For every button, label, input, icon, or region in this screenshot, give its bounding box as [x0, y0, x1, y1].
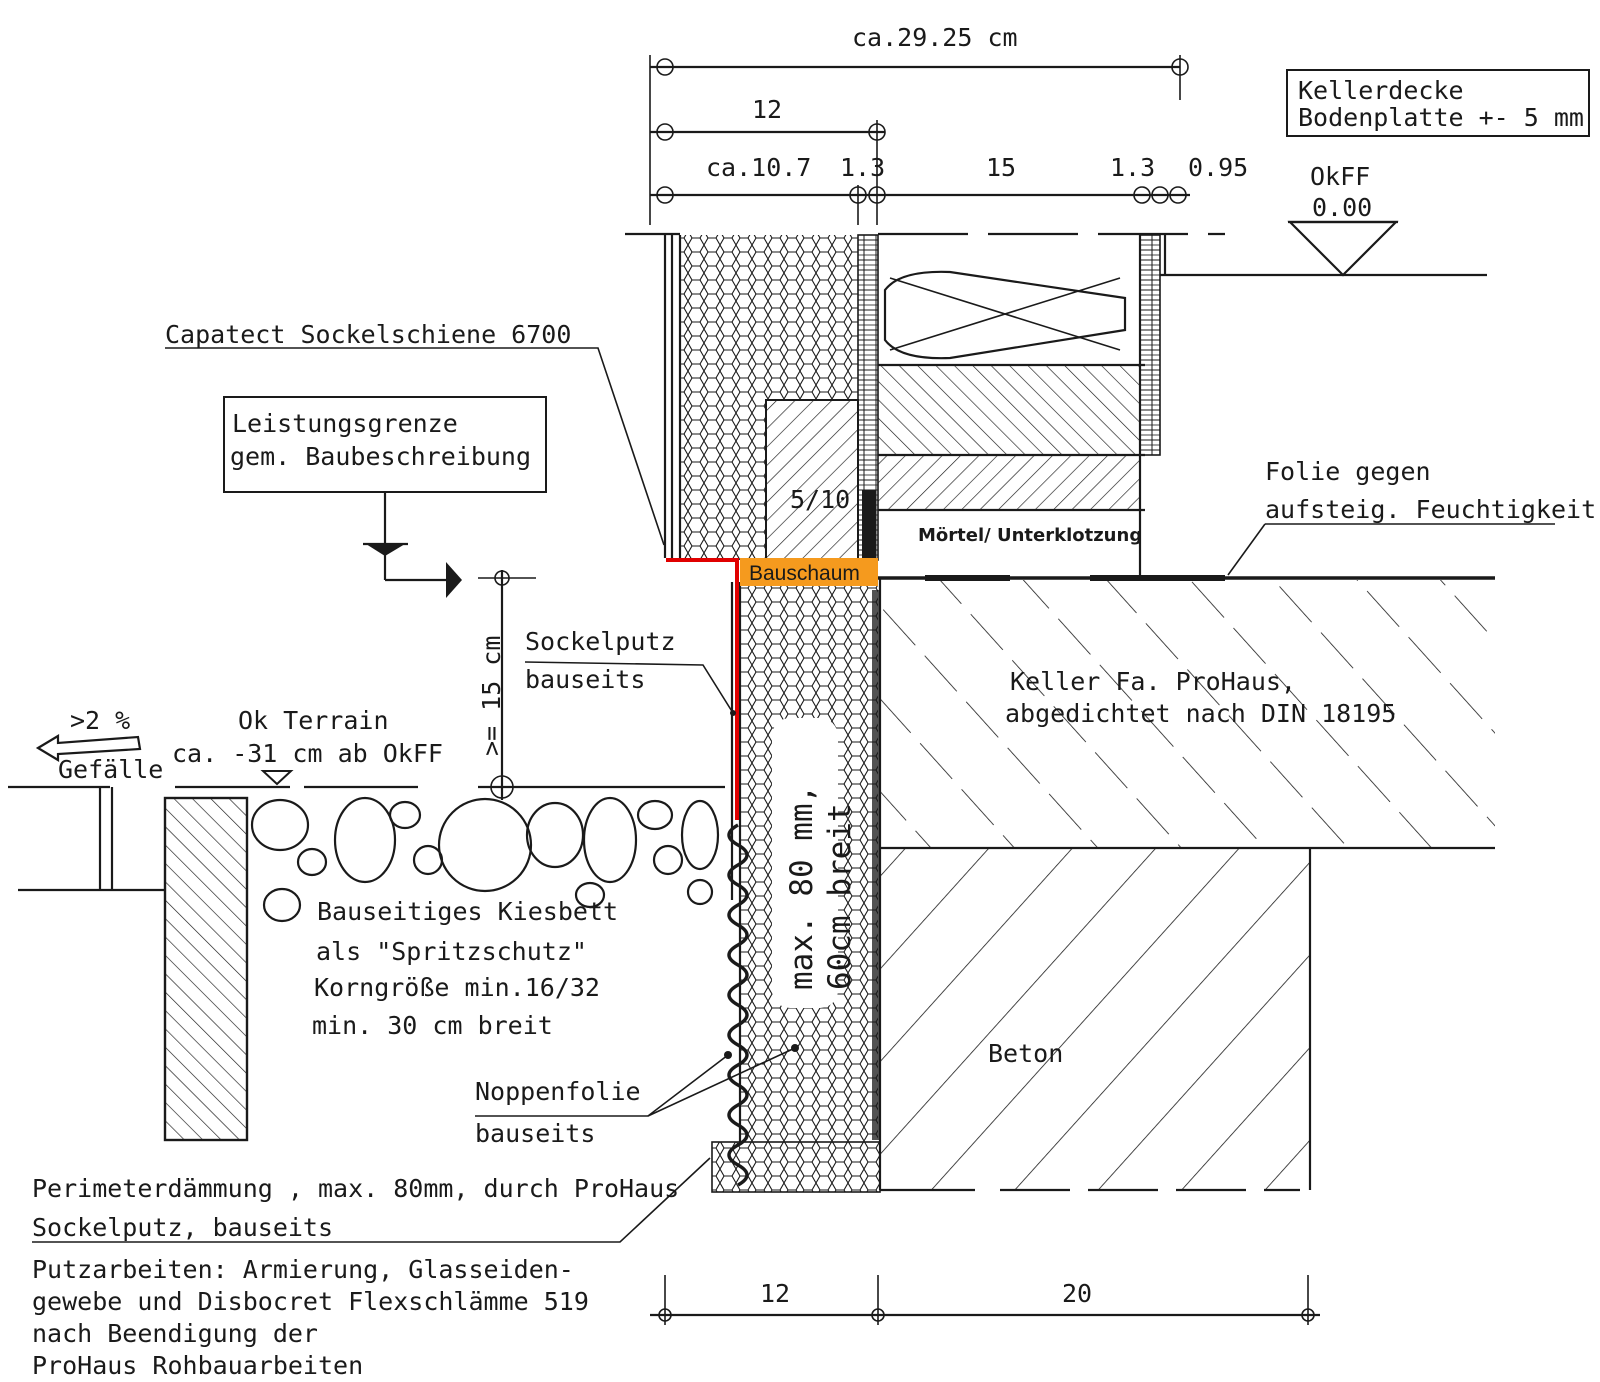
- dim-bottom-12: 12: [760, 1279, 790, 1308]
- slope-arrow-icon: [35, 734, 142, 762]
- kellerdecke-line2: Bodenplatte +- 5 mm: [1298, 103, 1584, 132]
- insulation-label-bg: [772, 718, 838, 1008]
- okff-line2: 0.00: [1312, 193, 1372, 222]
- noppen-line2: bauseits: [475, 1119, 595, 1148]
- bauschaum-label: Bauschaum: [749, 562, 860, 585]
- leistung-triangle-icon: [366, 544, 405, 556]
- terrain-line1: Ok Terrain: [238, 706, 389, 735]
- dim-5-10: 5/10: [790, 485, 850, 514]
- level-triangle-icon: [1287, 220, 1399, 277]
- brick-strip-right: [1139, 234, 1161, 456]
- top-dimension-chain: [649, 55, 1190, 225]
- keller-slab: [880, 580, 1495, 848]
- edge-curb: [163, 796, 249, 1142]
- putz-line4: ProHaus Rohbauarbeiten: [32, 1351, 363, 1380]
- kellerdecke-box: [1286, 69, 1590, 137]
- sockelputz-line1: Sockelputz: [525, 627, 676, 656]
- terrain-level-icon: [260, 770, 294, 786]
- dim-1-3-right: 1.3: [1110, 153, 1155, 182]
- mortar-layer: [878, 455, 1140, 510]
- keller-line1: Keller Fa. ProHaus,: [1010, 667, 1296, 696]
- sockelputz-bottom-label: Sockelputz, bauseits: [32, 1213, 333, 1242]
- kies-line3: Korngröße min.16/32: [314, 973, 600, 1002]
- bauschaum-highlight: [740, 558, 878, 586]
- noppen-line1: Noppenfolie: [475, 1077, 641, 1106]
- dim-ge-15cm: >= 15 cm: [477, 636, 506, 756]
- leistung-line2: gem. Baubeschreibung: [230, 442, 531, 471]
- dim-top-12: 12: [752, 95, 782, 124]
- leistung-arrow-icon: [446, 562, 462, 598]
- folie-line2: aufsteig. Feuchtigkeit: [1265, 495, 1596, 524]
- insulation-line1: max. 80 mm,: [784, 785, 820, 990]
- dim-0-95: 0.95: [1188, 153, 1248, 182]
- kies-line1: Bauseitiges Kiesbett: [317, 897, 618, 926]
- kellerdecke-line1: Kellerdecke: [1298, 76, 1464, 105]
- leistung-line1: Leistungsgrenze: [232, 409, 458, 438]
- perimeter-label: Perimeterdämmung , max. 80mm, durch ProH…: [32, 1174, 679, 1203]
- dim-1-3-left: 1.3: [840, 153, 885, 182]
- gravel-bed: [250, 796, 720, 923]
- beton-label: Beton: [988, 1039, 1063, 1068]
- okff-line1: OkFF: [1310, 162, 1370, 191]
- putz-line2: gewebe und Disbocret Flexschlämme 519: [32, 1287, 589, 1316]
- gefaelle-pct: >2 %: [70, 706, 130, 735]
- footing-insulation: [711, 1141, 881, 1193]
- folie-line1: Folie gegen: [1265, 457, 1431, 486]
- gefaelle-label: Gefälle: [58, 755, 163, 784]
- kies-line4: min. 30 cm breit: [312, 1011, 553, 1040]
- capatect-sockelschiene: [666, 558, 739, 820]
- dim-15: 15: [986, 153, 1016, 182]
- noppenfolie-membrane: [727, 823, 749, 1187]
- dim-overall: ca.29.25 cm: [852, 23, 1018, 52]
- sockelputz-line2: bauseits: [525, 665, 645, 694]
- keller-line2: abgedichtet nach DIN 18195: [1005, 699, 1396, 728]
- terrain-line2: ca. -31 cm ab OkFF: [172, 739, 443, 768]
- putz-line1: Putzarbeiten: Armierung, Glasseiden-: [32, 1255, 574, 1284]
- beton-wall: [880, 848, 1310, 1190]
- dim-ca-10-7: ca.10.7: [706, 153, 811, 182]
- capatect-label: Capatect Sockelschiene 6700: [165, 320, 571, 349]
- moertel-label: Mörtel/ Unterklotzung: [918, 525, 1142, 546]
- kies-line2: als "Spritzschutz": [316, 937, 587, 966]
- bottom-dimension-chain: [650, 1275, 1320, 1325]
- dim-bottom-20: 20: [1062, 1279, 1092, 1308]
- screed-layer: [878, 365, 1140, 455]
- putz-line3: nach Beendigung der: [32, 1319, 318, 1348]
- insulation-line2: 60cm breit: [822, 803, 858, 990]
